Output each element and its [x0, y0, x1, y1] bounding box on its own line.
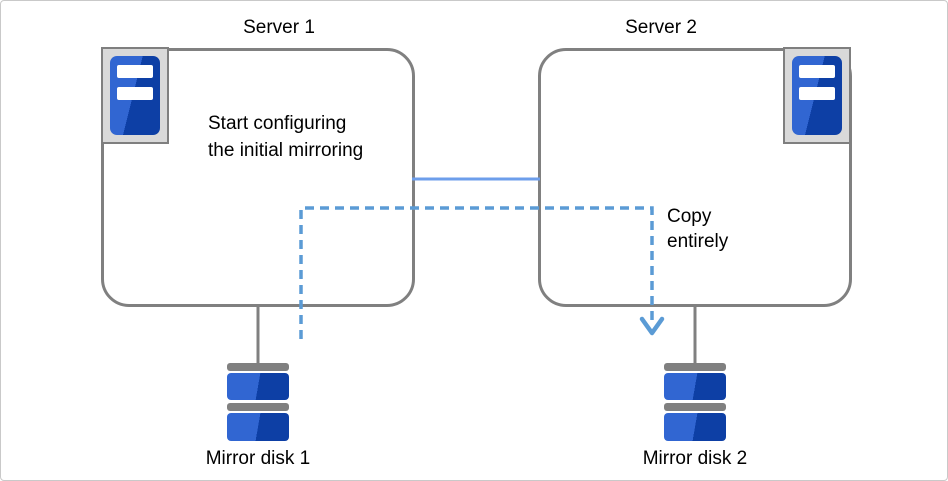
server2-title: Server 2: [625, 17, 697, 38]
server-icon: [110, 56, 160, 135]
disk-cap: [664, 403, 726, 411]
mirror-disk-icon: [227, 363, 289, 441]
server2-icon-frame: [783, 47, 851, 144]
server-icon-bar: [117, 87, 153, 100]
disk-cap: [227, 363, 289, 371]
mirror-disk-icon: [664, 363, 726, 441]
disk-cap: [664, 363, 726, 371]
server-icon-bar: [799, 65, 835, 78]
disk-platter: [664, 413, 726, 441]
server1-note: Start configuring the initial mirroring: [208, 113, 364, 161]
server1-title: Server 1: [243, 17, 315, 38]
disk2-label: Mirror disk 2: [642, 448, 748, 469]
disk-platter: [227, 413, 289, 441]
disk-platter: [227, 373, 289, 400]
disk1-label: Mirror disk 1: [205, 448, 311, 469]
server-icon: [792, 56, 842, 135]
server-icon-bar: [117, 65, 153, 78]
disk-platter: [664, 373, 726, 400]
copy-arrowhead-icon: [639, 316, 665, 336]
server-icon-bar: [799, 87, 835, 100]
disk-cap: [227, 403, 289, 411]
server1-icon-frame: [101, 47, 169, 144]
copy-label: Copy entirely: [667, 206, 729, 252]
